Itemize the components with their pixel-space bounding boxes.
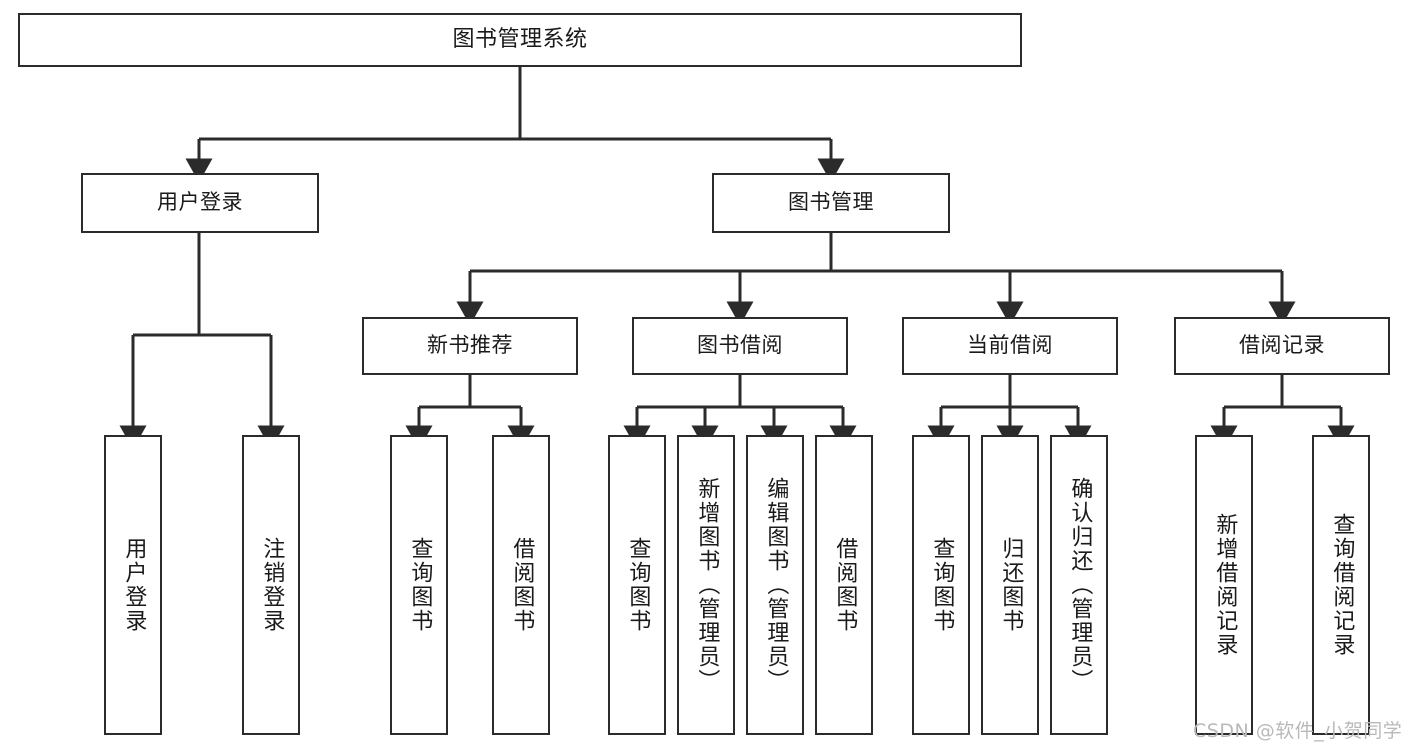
csdn-watermark: CSDN @软件_小贺同学 (1193, 720, 1403, 742)
node-current-borrow[interactable]: 当前借阅 (902, 317, 1118, 375)
node-new-book-recommend[interactable]: 新书推荐 (362, 317, 578, 375)
leaf-label: 查询图书 (407, 537, 433, 633)
leaf-label: 注销登录 (259, 537, 285, 633)
leaf-label: 查询图书 (625, 537, 651, 633)
leaf-query-book-3[interactable]: 查询图书 (912, 435, 970, 735)
leaf-add-record[interactable]: 新增借阅记录 (1195, 435, 1253, 735)
leaf-confirm-return[interactable]: 确认归还（管理员） (1050, 435, 1108, 735)
node-root[interactable]: 图书管理系统 (18, 13, 1022, 67)
leaf-user-login[interactable]: 用户登录 (104, 435, 162, 735)
leaf-borrow-book-1[interactable]: 借阅图书 (492, 435, 550, 735)
leaf-label: 确认归还（管理员） (1067, 477, 1093, 693)
node-user-login[interactable]: 用户登录 (81, 173, 319, 233)
leaf-label: 归还图书 (998, 537, 1024, 633)
leaf-label: 借阅图书 (509, 537, 535, 633)
leaf-label: 查询借阅记录 (1329, 513, 1355, 657)
leaf-logout[interactable]: 注销登录 (242, 435, 300, 735)
leaf-query-book-2[interactable]: 查询图书 (608, 435, 666, 735)
leaf-label: 查询图书 (929, 537, 955, 633)
leaf-label: 用户登录 (121, 537, 147, 633)
leaf-borrow-book-2[interactable]: 借阅图书 (815, 435, 873, 735)
node-book-borrow[interactable]: 图书借阅 (632, 317, 848, 375)
leaf-query-book-1[interactable]: 查询图书 (390, 435, 448, 735)
leaf-query-record[interactable]: 查询借阅记录 (1312, 435, 1370, 735)
leaf-label: 借阅图书 (832, 537, 858, 633)
node-borrow-record[interactable]: 借阅记录 (1174, 317, 1390, 375)
leaf-label: 新增借阅记录 (1212, 513, 1238, 657)
leaf-return-book[interactable]: 归还图书 (981, 435, 1039, 735)
node-book-manage[interactable]: 图书管理 (712, 173, 950, 233)
leaf-label: 编辑图书（管理员） (763, 477, 789, 693)
leaf-label: 新增图书（管理员） (694, 477, 720, 693)
leaf-edit-book[interactable]: 编辑图书（管理员） (746, 435, 804, 735)
leaf-add-book[interactable]: 新增图书（管理员） (677, 435, 735, 735)
